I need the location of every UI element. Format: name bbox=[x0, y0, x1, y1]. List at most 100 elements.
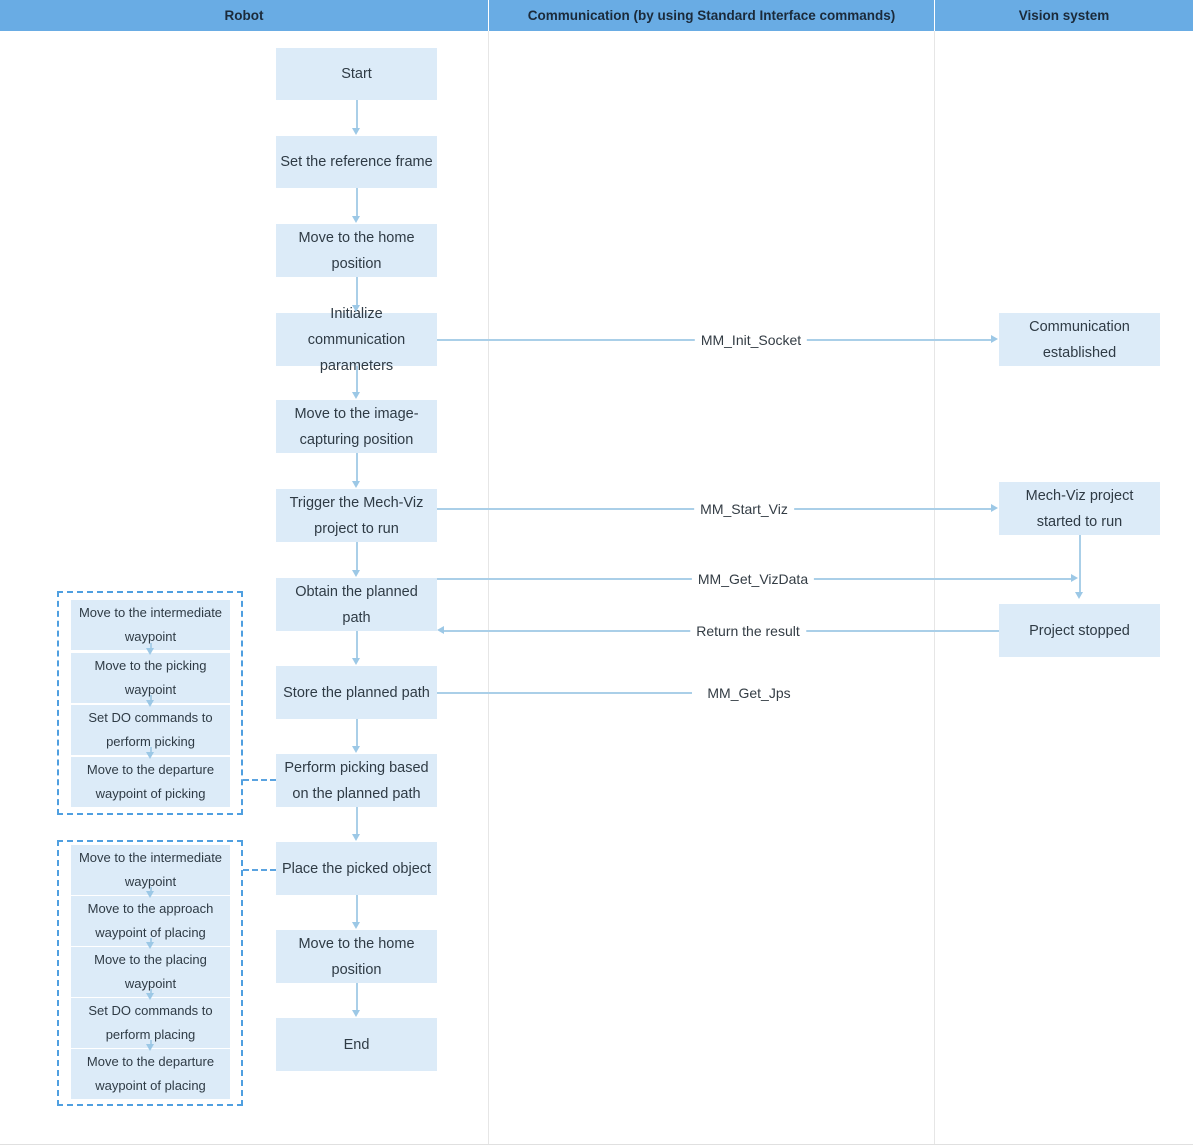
node-end-label: End bbox=[343, 1036, 370, 1053]
node-placing-departure-label: Move to the departure waypoint of placin… bbox=[86, 1054, 215, 1093]
node-placing-waypoint[interactable]: Move to the placing waypoint bbox=[71, 947, 230, 997]
node-picking-intermediate[interactable]: Move to the intermediate waypoint bbox=[71, 600, 230, 650]
arrowhead-perform-to-place bbox=[352, 834, 360, 841]
connector-picking-2-3 bbox=[150, 695, 152, 703]
node-placing-departure[interactable]: Move to the departure waypoint of placin… bbox=[71, 1049, 230, 1099]
node-picking-set-do-label: Set DO commands to perform picking bbox=[88, 710, 213, 749]
arrowhead-place-to-home2 bbox=[352, 922, 360, 929]
node-store-planned-path-label: Store the planned path bbox=[283, 684, 430, 701]
node-placing-approach[interactable]: Move to the approach waypoint of placing bbox=[71, 896, 230, 946]
arrowhead-placing-3-4 bbox=[146, 993, 154, 1000]
node-start[interactable]: Start bbox=[276, 48, 437, 100]
node-picking-set-do[interactable]: Set DO commands to perform picking bbox=[71, 705, 230, 755]
node-init-communication-label: Initialize communication parameters bbox=[307, 305, 406, 374]
node-project-stopped-label: Project stopped bbox=[1029, 622, 1130, 639]
arrowhead-capture-to-trigger bbox=[352, 481, 360, 488]
connector-store-to-perform bbox=[356, 719, 358, 747]
connector-capture-to-trigger bbox=[356, 453, 358, 482]
connector-picking-3-4 bbox=[150, 747, 152, 755]
node-trigger-mechviz-label: Trigger the Mech-Viz project to run bbox=[289, 494, 424, 537]
node-move-image-capturing-label: Move to the image-capturing position bbox=[294, 405, 419, 448]
node-move-image-capturing[interactable]: Move to the image-capturing position bbox=[276, 400, 437, 453]
lane-divider-1 bbox=[488, 31, 489, 1145]
connector-placing-3-4 bbox=[150, 989, 152, 996]
node-perform-picking[interactable]: Perform picking based on the planned pat… bbox=[276, 754, 437, 807]
message-label-mm-get-vizdata: MM_Get_VizData bbox=[691, 571, 815, 587]
node-set-reference-frame[interactable]: Set the reference frame bbox=[276, 136, 437, 188]
connector-obtain-to-store bbox=[356, 631, 358, 659]
header-separator-1 bbox=[488, 0, 489, 31]
arrowhead-return-the-result bbox=[437, 626, 444, 634]
arrowhead-home2-to-end bbox=[352, 1010, 360, 1017]
arrowhead-placing-1-2 bbox=[146, 891, 154, 898]
node-perform-picking-label: Perform picking based on the planned pat… bbox=[284, 759, 429, 802]
arrowhead-home1-to-init bbox=[352, 305, 360, 312]
node-move-home-2[interactable]: Move to the home position bbox=[276, 930, 437, 983]
node-end[interactable]: End bbox=[276, 1018, 437, 1071]
node-move-home-1[interactable]: Move to the home position bbox=[276, 224, 437, 277]
arrowhead-reference-to-home1 bbox=[352, 216, 360, 223]
node-move-home-2-label: Move to the home position bbox=[298, 935, 415, 978]
arrowhead-trigger-to-obtain bbox=[352, 570, 360, 577]
placing-detail-group bbox=[57, 840, 243, 1106]
lane-divider-2 bbox=[934, 31, 935, 1145]
connector-placing-4-5 bbox=[150, 1040, 152, 1047]
node-mechviz-started-label: Mech-Viz project started to run bbox=[1025, 487, 1134, 530]
arrowhead-store-to-perform bbox=[352, 746, 360, 753]
lane-header-band bbox=[0, 0, 1193, 31]
node-picking-waypoint[interactable]: Move to the picking waypoint bbox=[71, 653, 230, 703]
node-communication-established[interactable]: Communication established bbox=[999, 313, 1160, 366]
node-mechviz-started[interactable]: Mech-Viz project started to run bbox=[999, 482, 1160, 535]
node-place-object[interactable]: Place the picked object bbox=[276, 842, 437, 895]
arrowhead-start-to-reference bbox=[352, 128, 360, 135]
message-label-return-the-result: Return the result bbox=[690, 623, 806, 639]
node-obtain-planned-path[interactable]: Obtain the planned path bbox=[276, 578, 437, 631]
connector-placing-2-3 bbox=[150, 938, 152, 945]
message-label-mm-init-socket: MM_Init_Socket bbox=[694, 332, 808, 348]
node-set-reference-frame-label: Set the reference frame bbox=[280, 154, 433, 170]
arrowhead-picking-2-3 bbox=[146, 700, 154, 707]
node-placing-approach-label: Move to the approach waypoint of placing bbox=[87, 901, 214, 940]
connector-home1-to-init bbox=[356, 277, 358, 306]
connector-placing-1-2 bbox=[150, 887, 152, 894]
node-trigger-mechviz[interactable]: Trigger the Mech-Viz project to run bbox=[276, 489, 437, 542]
connector-reference-to-home1 bbox=[356, 188, 358, 217]
connector-mechviz-started-to-project-stopped bbox=[1079, 535, 1081, 594]
node-place-object-label: Place the picked object bbox=[281, 860, 432, 877]
arrowhead-mm-init-socket bbox=[991, 335, 998, 343]
node-placing-intermediate[interactable]: Move to the intermediate waypoint bbox=[71, 845, 230, 895]
dashed-link-picking-group-to-perform-picking bbox=[243, 779, 276, 781]
message-line-mm-get-jps bbox=[437, 692, 692, 694]
connector-perform-to-place bbox=[356, 807, 358, 835]
node-project-stopped[interactable]: Project stopped bbox=[999, 604, 1160, 657]
header-separator-2 bbox=[934, 0, 935, 31]
connector-place-to-home2 bbox=[356, 895, 358, 923]
arrowhead-picking-1-2 bbox=[146, 648, 154, 655]
node-picking-waypoint-label: Move to the picking waypoint bbox=[94, 658, 207, 697]
node-communication-established-label: Communication established bbox=[1029, 318, 1130, 361]
arrowhead-mm-get-vizdata bbox=[1071, 574, 1078, 582]
arrowhead-picking-3-4 bbox=[146, 752, 154, 759]
node-move-home-1-label: Move to the home position bbox=[298, 229, 415, 272]
lane-header-robot: Robot bbox=[224, 8, 264, 23]
node-store-planned-path[interactable]: Store the planned path bbox=[276, 666, 437, 719]
arrowhead-mm-start-viz bbox=[991, 504, 998, 512]
node-picking-intermediate-label: Move to the intermediate waypoint bbox=[78, 605, 223, 644]
node-obtain-planned-path-label: Obtain the planned path bbox=[295, 583, 418, 626]
node-placing-set-do[interactable]: Set DO commands to perform placing bbox=[71, 998, 230, 1048]
message-label-mm-get-jps: MM_Get_Jps bbox=[701, 685, 797, 701]
arrowhead-obtain-to-store bbox=[352, 658, 360, 665]
arrowhead-mechviz-started-to-project-stopped bbox=[1075, 592, 1083, 599]
lane-header-vision: Vision system bbox=[1018, 8, 1110, 23]
canvas-bottom-rule bbox=[0, 1144, 1193, 1145]
connector-trigger-to-obtain bbox=[356, 542, 358, 571]
connector-start-to-reference bbox=[356, 100, 358, 129]
node-start-label: Start bbox=[341, 66, 372, 82]
connector-picking-1-2 bbox=[150, 643, 152, 651]
node-placing-set-do-label: Set DO commands to perform placing bbox=[88, 1003, 213, 1042]
node-picking-departure[interactable]: Move to the departure waypoint of pickin… bbox=[71, 757, 230, 807]
arrowhead-init-to-capture bbox=[352, 392, 360, 399]
node-init-communication[interactable]: Initialize communication parameters bbox=[276, 306, 437, 374]
node-picking-departure-label: Move to the departure waypoint of pickin… bbox=[86, 762, 215, 801]
